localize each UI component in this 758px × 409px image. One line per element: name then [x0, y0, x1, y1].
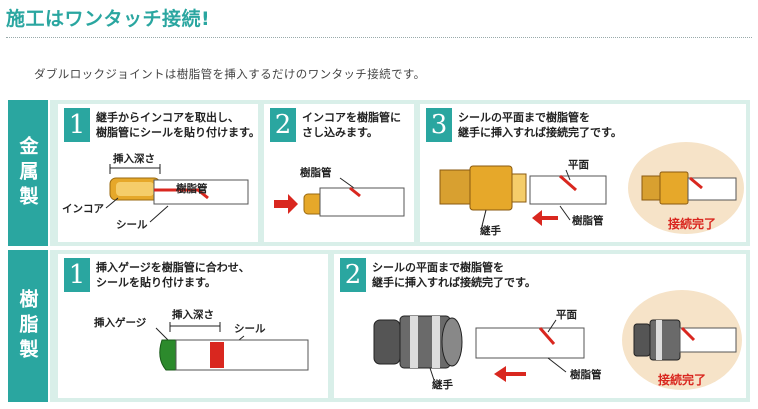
- step-number: 1: [64, 258, 90, 292]
- heading-divider: [6, 37, 752, 38]
- step-number: 2: [270, 108, 296, 142]
- resin-connect-illustration: 平面 樹脂管 継手 接続完了: [373, 290, 742, 391]
- seal-sticker: [210, 342, 224, 368]
- label-resin-pipe: 樹脂管: [572, 214, 604, 227]
- metal-connect-illustration: 平面 樹脂管 継手 接続完了: [439, 142, 744, 237]
- label-seal: シール: [234, 323, 266, 335]
- step-instruction: インコアを樹脂管に さし込みます。: [302, 111, 401, 139]
- label-flat: 平面: [556, 309, 577, 321]
- incore-illustration: 挿入深さ 樹脂管 インコア シール: [62, 152, 249, 231]
- label-resin-pipe: 樹脂管: [300, 166, 332, 179]
- step-number: 3: [426, 108, 452, 142]
- insert-incore-illustration: 樹脂管: [274, 166, 405, 217]
- push-arrow: [532, 210, 558, 226]
- label-resin-pipe: 樹脂管: [176, 182, 208, 195]
- push-arrow: [494, 366, 526, 382]
- metal-section: 金属製 1 継手からインコアを取出し、 樹脂管にシールを貼り付けます。 挿入深さ…: [8, 100, 750, 246]
- label-fitting: 継手: [432, 378, 453, 391]
- metal-step-3: 3 シールの平面まで樹脂管を 継手に挿入すれば接続完了です。 平面 樹脂管 継手…: [420, 104, 746, 242]
- label-seal: シール: [116, 219, 148, 231]
- label-insert-gauge: 挿入ゲージ: [94, 316, 147, 329]
- label-connection-complete: 接続完了: [668, 216, 716, 231]
- metal-step-2: 2 インコアを樹脂管に さし込みます。 樹脂管: [264, 104, 414, 242]
- metal-side-label: 金属製: [8, 100, 48, 246]
- label-connection-complete: 接続完了: [658, 372, 706, 387]
- gauge-illustration: 挿入ゲージ 挿入深さ シール: [94, 308, 309, 371]
- page-heading: 施工はワンタッチ接続!: [6, 8, 211, 30]
- label-fitting: 継手: [480, 224, 501, 237]
- resin-step-2: 2 シールの平面まで樹脂管を 継手に挿入すれば接続完了です。 平面 樹脂管 継手…: [334, 254, 746, 398]
- step-number: 1: [64, 108, 90, 142]
- label-resin-pipe: 樹脂管: [570, 368, 602, 381]
- resin-side-label: 樹脂製: [8, 250, 48, 402]
- label-incore: インコア: [62, 203, 104, 215]
- resin-section: 樹脂製 1 挿入ゲージを樹脂管に合わせ、 シールを貼り付けます。 挿入ゲージ 挿…: [8, 250, 750, 402]
- label-insert-depth: 挿入深さ: [113, 152, 155, 165]
- step-instruction: 継手からインコアを取出し、 樹脂管にシールを貼り付けます。: [96, 111, 260, 139]
- resin-step-1: 1 挿入ゲージを樹脂管に合わせ、 シールを貼り付けます。 挿入ゲージ 挿入深さ …: [58, 254, 328, 398]
- step-instruction: 挿入ゲージを樹脂管に合わせ、 シールを貼り付けます。: [96, 261, 250, 289]
- metal-step-1: 1 継手からインコアを取出し、 樹脂管にシールを貼り付けます。 挿入深さ 樹脂管…: [58, 104, 260, 242]
- step-number: 2: [340, 258, 366, 292]
- step-instruction: シールの平面まで樹脂管を 継手に挿入すれば接続完了です。: [372, 261, 536, 289]
- label-flat: 平面: [568, 159, 589, 171]
- step-instruction: シールの平面まで樹脂管を 継手に挿入すれば接続完了です。: [458, 111, 622, 139]
- label-insert-depth: 挿入深さ: [172, 308, 214, 321]
- intro-text: ダブルロックジョイントは樹脂管を挿入するだけのワンタッチ接続です。: [34, 67, 426, 81]
- push-arrow: [274, 194, 298, 214]
